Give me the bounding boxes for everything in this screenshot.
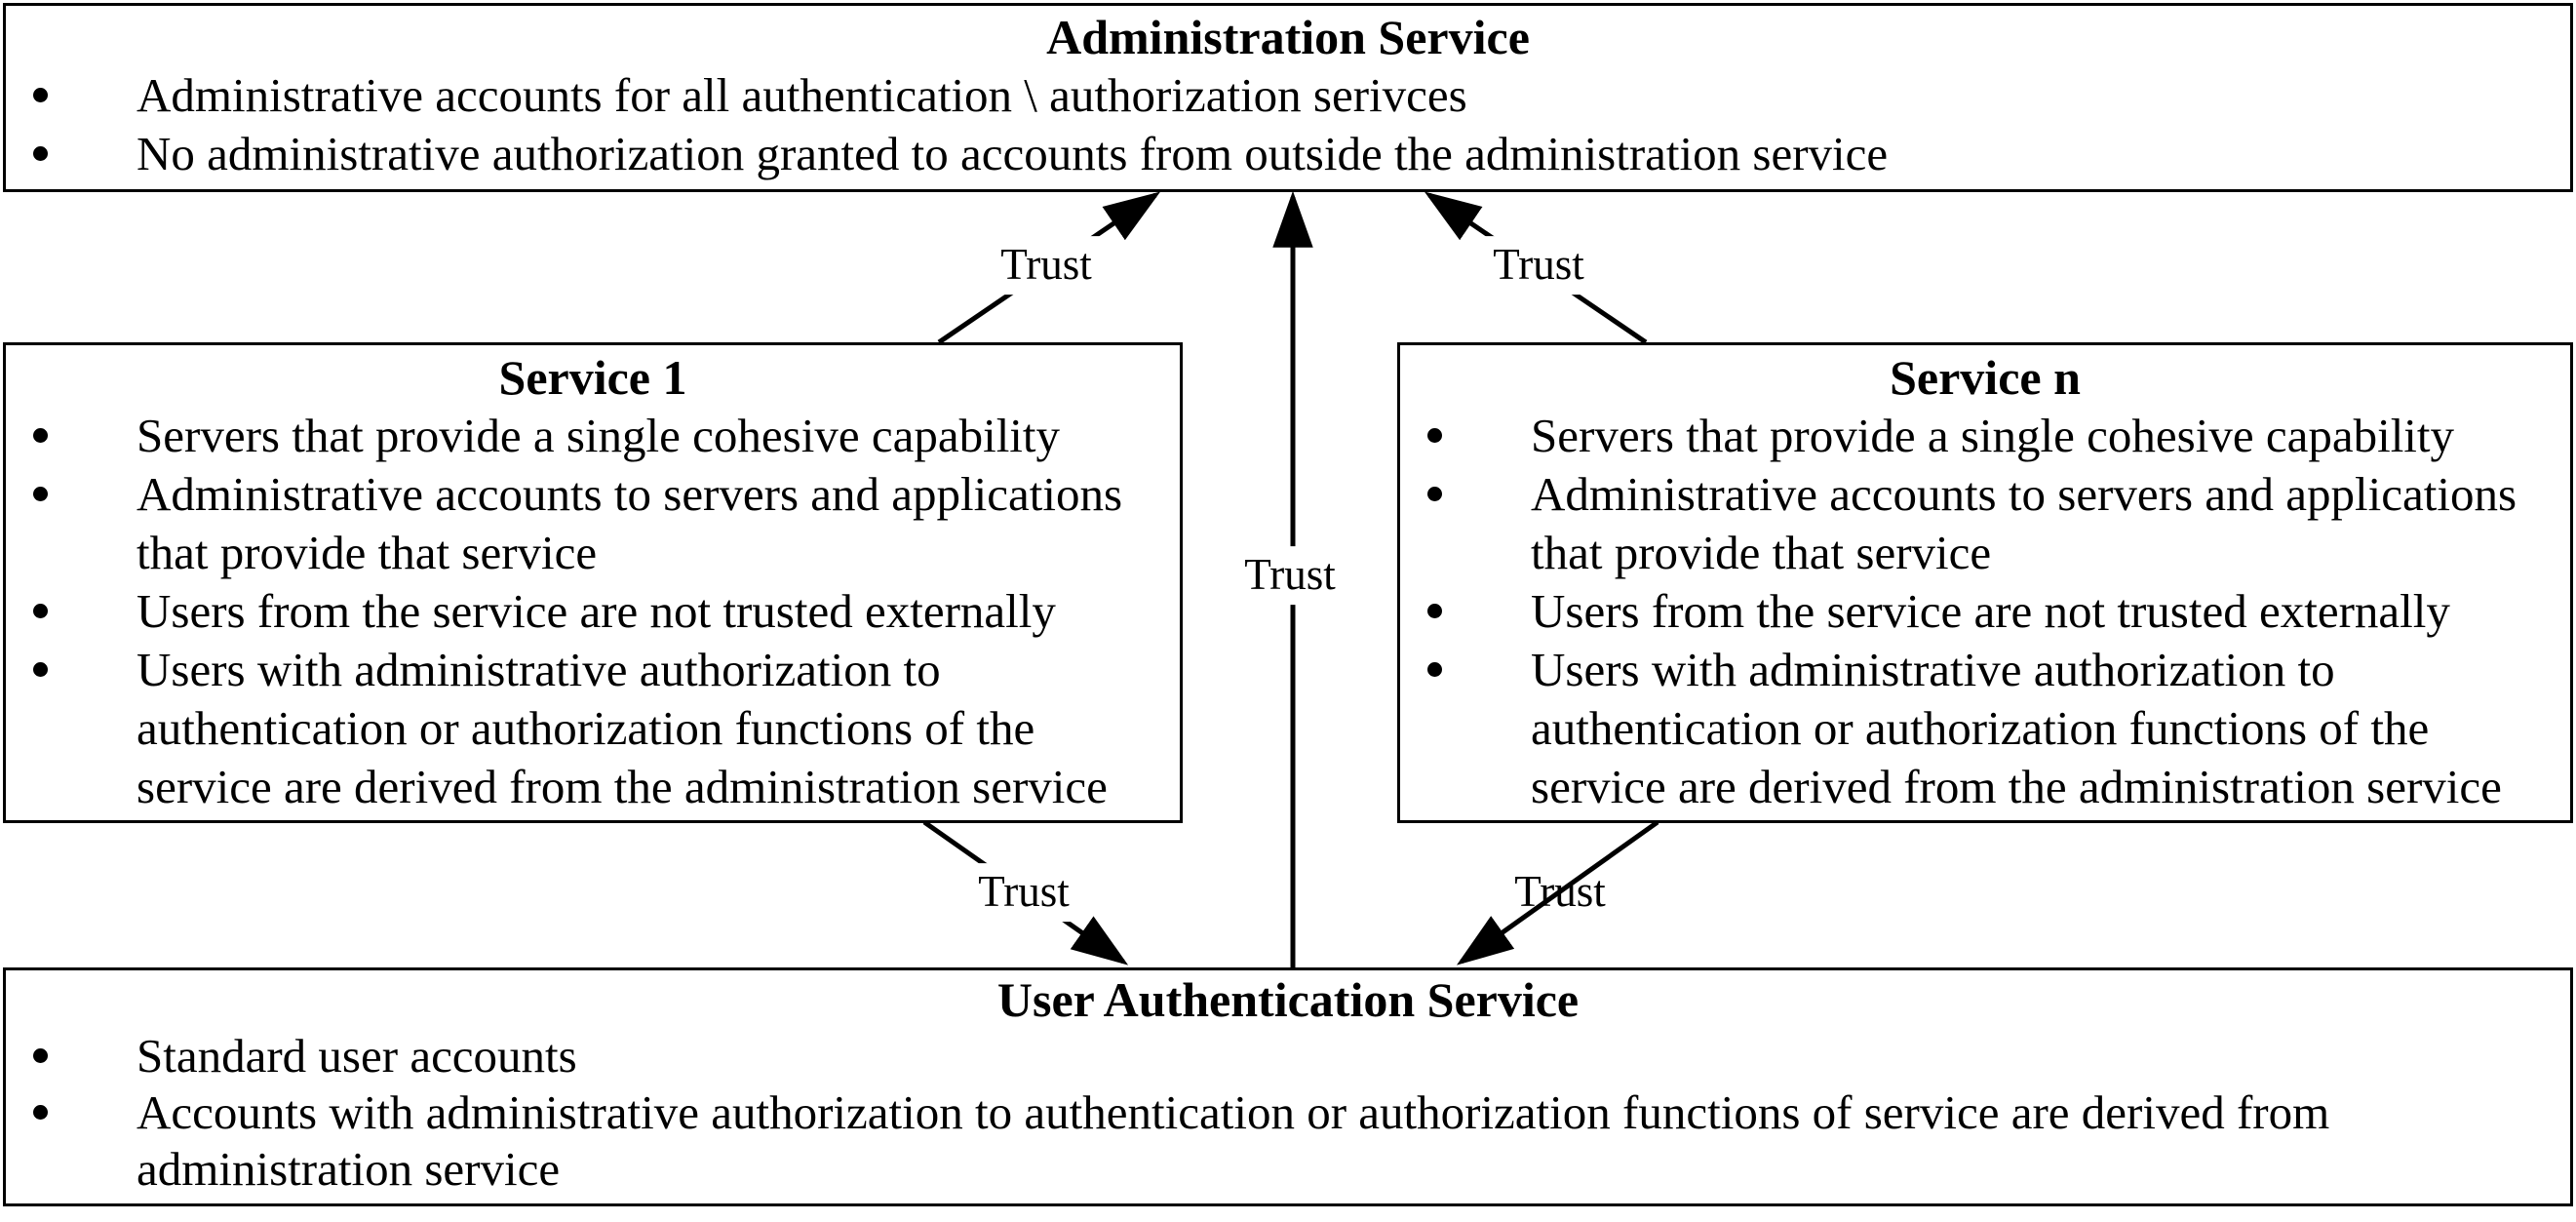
bullet-icon — [33, 428, 48, 443]
bullet-text: No administrative authorization granted … — [137, 127, 1889, 180]
administration-service-title: Administration Service — [1046, 10, 1530, 64]
bullet-text: Servers that provide a single cohesive c… — [137, 409, 1061, 462]
service-n-box: Service n Servers that provide a single … — [1397, 342, 2573, 823]
service-1-bullet-list: Servers that provide a single cohesive c… — [6, 407, 1180, 816]
user-authentication-bullet-list: Standard user accounts Accounts with adm… — [6, 1028, 2570, 1198]
administration-service-bullet-list: Administrative accounts for all authenti… — [6, 66, 2570, 183]
list-item: Accounts with administrative authorizati… — [6, 1084, 2570, 1198]
bullet-text: Users from the service are not trusted e… — [1531, 584, 2450, 638]
bullet-icon — [33, 662, 48, 677]
bullet-text: Users from the service are not trusted e… — [137, 584, 1056, 638]
list-item: Servers that provide a single cohesive c… — [1400, 407, 2570, 465]
trust-label-servicen-auth: Trust — [1514, 867, 1606, 917]
administration-service-box: Administration Service Administrative ac… — [3, 3, 2573, 192]
service-1-title: Service 1 — [498, 350, 687, 405]
list-item: Servers that provide a single cohesive c… — [6, 407, 1180, 465]
trust-label-service1-auth: Trust — [966, 863, 1081, 922]
trust-label-service1-admin: Trust — [989, 236, 1104, 295]
bullet-text: Standard user accounts — [137, 1029, 577, 1083]
trust-label-servicen-admin: Trust — [1481, 236, 1596, 295]
list-item: Administrative accounts to servers and a… — [1400, 465, 2570, 582]
bullet-icon — [33, 1048, 48, 1063]
bullet-icon — [1427, 604, 1442, 618]
bullet-icon — [33, 1105, 48, 1120]
trust-arrow-servicen-to-auth — [1456, 819, 1659, 966]
bullet-icon — [33, 146, 48, 161]
list-item: Users with administrative authorization … — [1400, 641, 2570, 816]
list-item: Users from the service are not trusted e… — [6, 582, 1180, 641]
user-authentication-service-box: User Authentication Service Standard use… — [3, 967, 2573, 1206]
bullet-icon — [1427, 487, 1442, 501]
list-item: No administrative authorization granted … — [6, 125, 2570, 183]
service-n-title: Service n — [1890, 350, 2081, 405]
bullet-text: Administrative accounts for all authenti… — [137, 68, 1467, 122]
service-1-box: Service 1 Servers that provide a single … — [3, 342, 1183, 823]
bullet-icon — [1427, 428, 1442, 443]
bullet-icon — [1427, 662, 1442, 677]
bullet-text: Users with administrative authorization … — [137, 643, 1108, 813]
bullet-icon — [33, 604, 48, 618]
list-item: Standard user accounts — [6, 1028, 2570, 1084]
bullet-text: Servers that provide a single cohesive c… — [1531, 409, 2455, 462]
bullet-text: Users with administrative authorization … — [1531, 643, 2502, 813]
list-item: Users from the service are not trusted e… — [1400, 582, 2570, 641]
bullet-text: Accounts with administrative authorizati… — [137, 1085, 2330, 1196]
bullet-icon — [33, 487, 48, 501]
list-item: Administrative accounts for all authenti… — [6, 66, 2570, 125]
user-authentication-service-title: User Authentication Service — [996, 972, 1580, 1027]
trust-label-auth-admin: Trust — [1232, 546, 1347, 605]
bullet-text: Administrative accounts to servers and a… — [1531, 467, 2517, 579]
list-item: Users with administrative authorization … — [6, 641, 1180, 816]
bullet-text: Administrative accounts to servers and a… — [137, 467, 1123, 579]
list-item: Administrative accounts to servers and a… — [6, 465, 1180, 582]
service-n-bullet-list: Servers that provide a single cohesive c… — [1400, 407, 2570, 816]
bullet-icon — [33, 88, 48, 102]
